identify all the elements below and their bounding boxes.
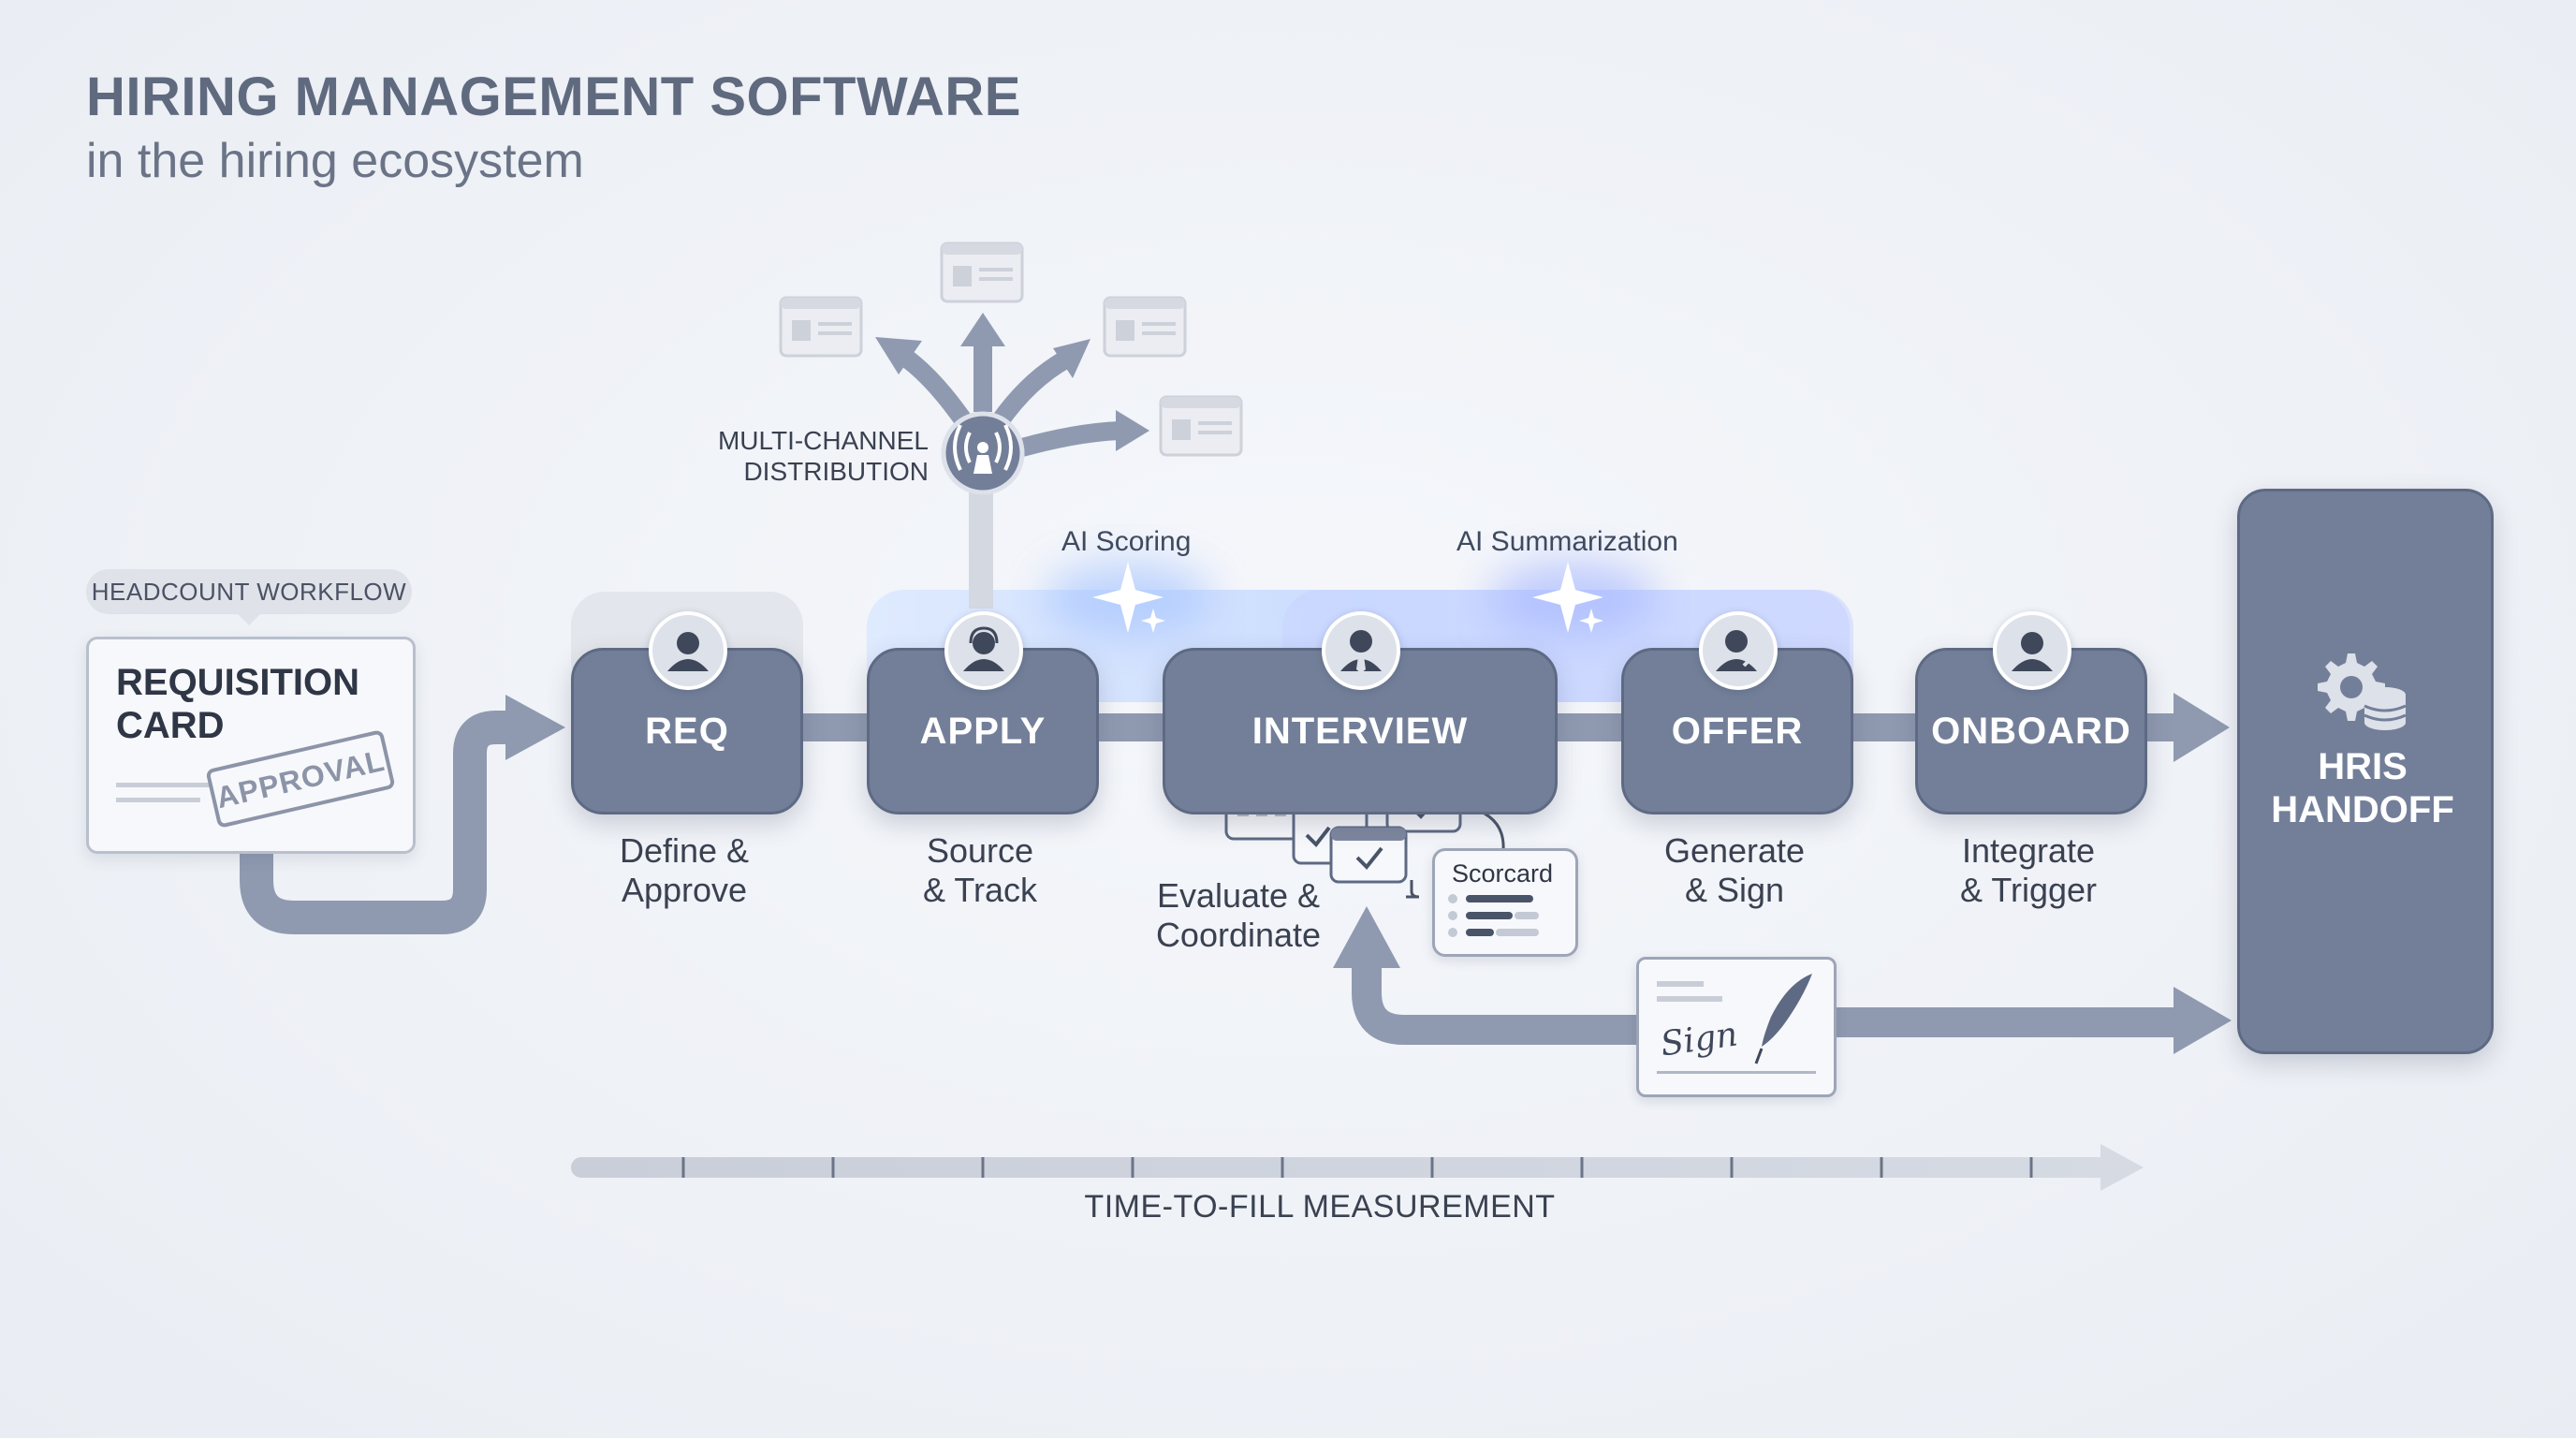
job-board-cards bbox=[779, 242, 1243, 457]
stage-onboard-label: ONBOARD bbox=[1931, 710, 2131, 752]
ai-scoring-label: AI Scoring bbox=[1061, 526, 1192, 557]
stage-apply-caption-line1: Source bbox=[926, 831, 1034, 870]
stage-interview-caption: Evaluate & Coordinate bbox=[1116, 876, 1361, 955]
person-icon bbox=[1993, 611, 2071, 690]
job-board-card bbox=[779, 296, 863, 358]
ai-summarization-label: AI Summarization bbox=[1456, 526, 1678, 557]
distribution-stem bbox=[969, 487, 993, 609]
stage-onboard-caption-line1: Integrate bbox=[1961, 831, 2096, 870]
distribution-label: MULTI-CHANNEL DISTRIBUTION bbox=[708, 425, 929, 487]
time-to-fill-bar bbox=[571, 1144, 2144, 1191]
sparkle-icons bbox=[1092, 562, 1603, 633]
scorecard-label: Scorcard bbox=[1451, 859, 1554, 888]
hris-handoff[interactable] bbox=[2237, 489, 2494, 1054]
sparkle-icon bbox=[1579, 609, 1603, 633]
stage-onboard-caption-line2: & Trigger bbox=[1959, 871, 2098, 909]
stage-offer-caption-line2: & Sign bbox=[1684, 871, 1785, 909]
scorecard-bars bbox=[1448, 894, 1539, 937]
sparkle-icon bbox=[1532, 562, 1603, 633]
quill-icon bbox=[1657, 974, 1816, 1074]
pill-pointer bbox=[236, 612, 262, 625]
req-card-arrow bbox=[240, 711, 510, 934]
stage-onboard[interactable]: ONBOARD bbox=[1915, 648, 2147, 814]
page-title: HIRING MANAGEMENT SOFTWARE bbox=[86, 66, 1021, 127]
stage-offer-caption-line1: Generate bbox=[1663, 831, 1806, 870]
stage-offer-caption: Generate & Sign bbox=[1612, 831, 1857, 910]
arrow-to-hris bbox=[2144, 693, 2230, 762]
job-board-card bbox=[940, 242, 1024, 303]
person-headset-icon bbox=[944, 611, 1023, 690]
hris-handoff-label-line2: HANDOFF bbox=[2271, 789, 2454, 830]
distribution-label-line1: MULTI-CHANNEL bbox=[717, 426, 929, 455]
stage-interview-caption-line1: Evaluate & bbox=[1156, 876, 1321, 915]
stage-interview-label: INTERVIEW bbox=[1251, 710, 1469, 752]
headcount-workflow-pill: HEADCOUNT WORKFLOW bbox=[86, 569, 412, 614]
time-to-fill-label: TIME-TO-FILL MEASUREMENT bbox=[1084, 1189, 1556, 1225]
stage-req-caption-line1: Define & bbox=[619, 831, 750, 870]
requisition-card-title-line2: CARD bbox=[116, 705, 225, 746]
stage-interview-caption-line2: Coordinate bbox=[1155, 916, 1322, 954]
stage-req-label: REQ bbox=[645, 710, 729, 752]
stage-offer-label: OFFER bbox=[1671, 710, 1804, 752]
card-text-lines bbox=[116, 783, 210, 802]
person-icon bbox=[649, 611, 727, 690]
distribution-arrows bbox=[895, 341, 1120, 457]
distribution-label-line2: DISTRIBUTION bbox=[743, 457, 929, 486]
stage-offer[interactable]: OFFER bbox=[1621, 648, 1853, 814]
person-tie-icon bbox=[1322, 611, 1400, 690]
stage-apply-caption: Source & Track bbox=[857, 831, 1103, 910]
sparkle-icon bbox=[1092, 562, 1164, 633]
hris-handoff-label-line1: HRIS bbox=[2318, 746, 2408, 787]
gear-database-icon bbox=[2318, 653, 2407, 730]
stage-req-caption: Define & Approve bbox=[562, 831, 807, 910]
requisition-card-title-line1: REQUISITION bbox=[116, 662, 360, 703]
sparkle-icon bbox=[1141, 609, 1165, 633]
hris-handoff-label: HRIS HANDOFF bbox=[2237, 745, 2488, 831]
stage-apply-label: APPLY bbox=[919, 710, 1046, 752]
job-board-card bbox=[1159, 395, 1243, 457]
job-board-card bbox=[1103, 296, 1187, 358]
offer-to-hris-arrow bbox=[1831, 1007, 2181, 1037]
calendar-icon bbox=[1329, 826, 1408, 884]
page-subtitle: in the hiring ecosystem bbox=[86, 134, 584, 188]
stage-apply-caption-line2: & Track bbox=[922, 871, 1038, 909]
stage-req-caption-line2: Approve bbox=[621, 871, 748, 909]
person-signing-icon bbox=[1699, 611, 1778, 690]
requisition-card-title: REQUISITION CARD bbox=[116, 661, 359, 747]
feedback-loop-arrow bbox=[1352, 964, 1638, 1045]
stage-onboard-caption: Integrate & Trigger bbox=[1906, 831, 2151, 910]
